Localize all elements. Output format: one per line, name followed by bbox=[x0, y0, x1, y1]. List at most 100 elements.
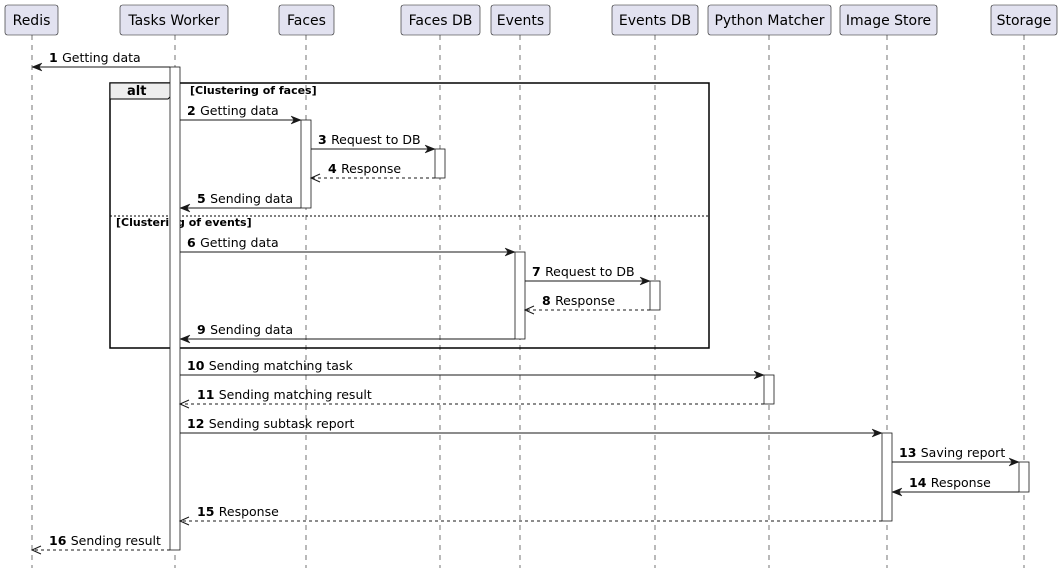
participant-label: Image Store bbox=[846, 13, 931, 29]
message-text: Sending result bbox=[71, 533, 161, 548]
message-arrowhead bbox=[504, 247, 516, 257]
participant-worker: Tasks Worker bbox=[119, 4, 229, 36]
message-text: Request to DB bbox=[545, 264, 634, 279]
message-arrowhead bbox=[31, 62, 43, 72]
message-arrowhead bbox=[639, 276, 651, 286]
participant-storage: Storage bbox=[990, 4, 1058, 36]
message-9: 9 Sending data bbox=[179, 322, 515, 344]
message-8: 8 Response bbox=[523, 293, 650, 315]
participant-label: Events DB bbox=[619, 13, 691, 29]
message-text: Getting data bbox=[200, 103, 279, 118]
participant-box bbox=[4, 4, 59, 36]
participant-box bbox=[707, 4, 832, 36]
message-6: 6 Getting data bbox=[180, 235, 516, 257]
participant-label: Redis bbox=[13, 13, 51, 29]
message-label: 3 Request to DB bbox=[318, 132, 421, 147]
message-label: 9 Sending data bbox=[197, 322, 293, 337]
participant-box bbox=[490, 4, 551, 36]
message-text: Response bbox=[555, 293, 615, 308]
participant-label: Faces bbox=[287, 13, 326, 29]
message-arrowhead bbox=[871, 428, 883, 438]
message-text: Sending data bbox=[210, 322, 293, 337]
activation-matcher bbox=[763, 374, 775, 405]
activation-storage bbox=[1018, 461, 1030, 493]
message-label: 1 Getting data bbox=[49, 50, 141, 65]
message-text: Response bbox=[219, 504, 279, 519]
participant-label: Python Matcher bbox=[714, 13, 824, 29]
message-arrowhead bbox=[309, 173, 321, 183]
participant-box bbox=[119, 4, 229, 36]
message-number: 5 bbox=[197, 191, 210, 206]
message-7: 7 Request to DB bbox=[525, 264, 651, 286]
message-label: 12 Sending subtask report bbox=[187, 416, 354, 431]
message-label: 13 Saving report bbox=[899, 445, 1005, 460]
message-arrowhead bbox=[178, 399, 190, 409]
message-1: 1 Getting data bbox=[31, 50, 170, 72]
participant-label: Storage bbox=[997, 13, 1052, 29]
message-number: 7 bbox=[532, 264, 545, 279]
message-15: 15 Response bbox=[178, 504, 882, 526]
participant-box bbox=[839, 4, 938, 36]
message-label: 2 Getting data bbox=[187, 103, 279, 118]
message-text: Getting data bbox=[62, 50, 141, 65]
participant-matcher: Python Matcher bbox=[707, 4, 832, 36]
message-label: 6 Getting data bbox=[187, 235, 279, 250]
message-number: 2 bbox=[187, 103, 200, 118]
message-text: Response bbox=[341, 161, 401, 176]
message-arrowhead bbox=[523, 305, 535, 315]
message-13: 13 Saving report bbox=[892, 445, 1020, 467]
message-text: Sending subtask report bbox=[209, 416, 355, 431]
participant-box bbox=[278, 4, 335, 36]
activation-events bbox=[514, 251, 526, 340]
alt-condition-faces: [Clustering of faces] bbox=[190, 84, 317, 97]
lifelines bbox=[31, 35, 1025, 568]
participant-box bbox=[990, 4, 1058, 36]
message-number: 14 bbox=[909, 475, 931, 490]
message-arrowhead bbox=[753, 370, 765, 380]
participant-imagestore: Image Store bbox=[839, 4, 938, 36]
participant-eventsdb: Events DB bbox=[611, 4, 699, 36]
message-label: 5 Sending data bbox=[197, 191, 293, 206]
participant-box bbox=[611, 4, 699, 36]
message-arrowhead bbox=[30, 545, 42, 555]
participant-redis: Redis bbox=[4, 4, 59, 36]
activation-eventsdb bbox=[649, 280, 661, 311]
message-text: Sending matching result bbox=[219, 387, 372, 402]
participant-box bbox=[400, 4, 481, 36]
message-number: 1 bbox=[49, 50, 62, 65]
activations bbox=[169, 66, 1030, 551]
message-arrowhead bbox=[179, 203, 191, 213]
message-4: 4 Response bbox=[309, 161, 435, 183]
message-arrowhead bbox=[290, 115, 302, 125]
alt-condition-events: [Clustering of events] bbox=[116, 216, 252, 229]
activation-faces bbox=[300, 119, 312, 209]
alt-group-frame: alt [Clustering of faces] [Clustering of… bbox=[109, 82, 710, 349]
message-arrowhead bbox=[179, 334, 191, 344]
activation-worker bbox=[169, 66, 181, 551]
participant-label: Faces DB bbox=[409, 13, 473, 29]
message-number: 4 bbox=[328, 161, 341, 176]
message-number: 13 bbox=[899, 445, 921, 460]
message-label: 15 Response bbox=[197, 504, 279, 519]
message-label: 11 Sending matching result bbox=[197, 387, 372, 402]
message-text: Request to DB bbox=[331, 132, 420, 147]
message-12: 12 Sending subtask report bbox=[180, 416, 883, 438]
message-10: 10 Sending matching task bbox=[180, 358, 765, 380]
activation-facesdb bbox=[434, 148, 446, 179]
message-11: 11 Sending matching result bbox=[178, 387, 764, 409]
message-label: 14 Response bbox=[909, 475, 991, 490]
message-5: 5 Sending data bbox=[179, 191, 301, 213]
message-3: 3 Request to DB bbox=[311, 132, 436, 154]
message-text: Getting data bbox=[200, 235, 279, 250]
message-arrowhead bbox=[891, 487, 903, 497]
message-label: 4 Response bbox=[328, 161, 401, 176]
message-14: 14 Response bbox=[891, 475, 1019, 497]
message-number: 16 bbox=[49, 533, 71, 548]
message-number: 15 bbox=[197, 504, 219, 519]
message-label: 10 Sending matching task bbox=[187, 358, 353, 373]
message-number: 12 bbox=[187, 416, 209, 431]
message-arrowhead bbox=[178, 516, 190, 526]
message-arrowhead bbox=[1008, 457, 1020, 467]
message-label: 7 Request to DB bbox=[532, 264, 635, 279]
